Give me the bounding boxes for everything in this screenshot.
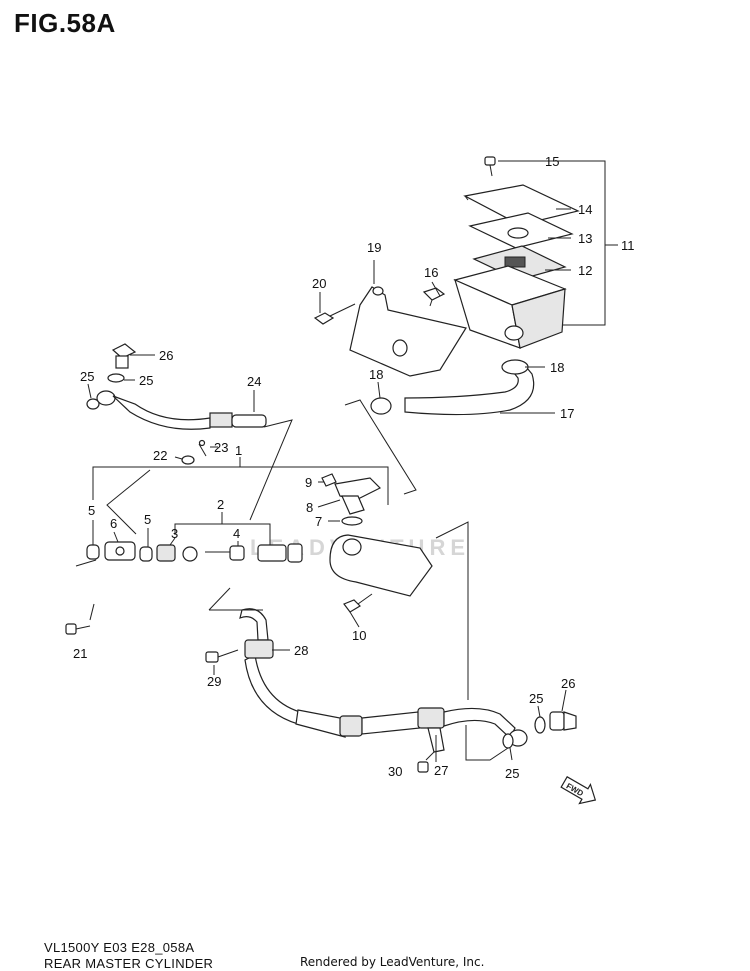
boot-5-right-part [139,546,153,562]
bolt-21-part [65,623,91,635]
washer-25-d-part [502,733,514,749]
callout-17: 17 [560,406,574,421]
callout-15: 15 [545,154,559,169]
callout-10: 10 [352,628,366,643]
callout-28: 28 [294,643,308,658]
callout-6: 6 [110,516,117,531]
callout-3: 3 [171,526,178,541]
callout-24: 24 [247,374,261,389]
clamp-18-lower-part [370,397,392,415]
piston-4-part [205,543,303,563]
hose-28-part [239,608,301,725]
diagram-code: VL1500Y E03 E28_058A [44,940,195,955]
callout-20: 20 [312,276,326,291]
screw-9-part [321,473,337,487]
callout-5b: 5 [144,512,151,527]
bolt-26-upper-part [111,343,137,369]
callout-23: 23 [214,440,228,455]
callout-22: 22 [153,448,167,463]
hose-24-part [96,390,267,430]
callout-4: 4 [233,526,240,541]
bracket-19-part [349,286,467,377]
callout-25c: 25 [529,691,543,706]
callout-13: 13 [578,231,592,246]
callout-16: 16 [424,265,438,280]
diagram-name: REAR MASTER CYLINDER [44,956,214,971]
callout-18a: 18 [550,360,564,375]
callout-14: 14 [578,202,592,217]
oring-7-part [341,516,363,526]
circlip-part [182,546,198,562]
callout-7: 7 [315,514,322,529]
bolt-20-part [313,303,356,325]
washer-25-c-part [534,716,546,734]
washer-22-part [181,455,195,465]
callout-12: 12 [578,263,592,278]
figure-title: FIG.58A [14,8,116,38]
bolt-16-part [422,287,446,307]
callout-25b: 25 [80,369,94,384]
callout-25d: 25 [505,766,519,781]
cap-14-part [463,184,580,226]
fwd-arrow-icon: FWD [560,775,597,805]
boot-5-left-part [86,544,100,560]
callout-26b: 26 [561,676,575,691]
callout-26a: 26 [159,348,173,363]
callout-27: 27 [434,763,448,778]
pin-23-part [198,439,207,457]
washer-25-a-part [107,373,125,383]
callout-25a: 25 [139,373,153,388]
callout-5a: 5 [88,503,95,518]
fitting-8-part [334,477,382,515]
bolt-30-part [417,761,429,773]
callout-1: 1 [235,443,242,458]
hose-lower-part [295,707,528,747]
callout-2: 2 [217,497,224,512]
master-cylinder-body-part [329,534,433,597]
callout-30: 30 [388,764,402,779]
cap-3-part [156,544,176,562]
render-credit: Rendered by LeadVenture, Inc. [300,955,485,969]
bolt-10-part [343,593,373,613]
callout-8: 8 [306,500,313,515]
callout-19: 19 [367,240,381,255]
callout-29: 29 [207,674,221,689]
callout-18b: 18 [369,367,383,382]
callout-9: 9 [305,475,312,490]
joint-6-part [104,541,136,561]
leader-lines [75,160,618,762]
reservoir-body-11-part [453,265,567,349]
bolt-29-part [205,649,239,663]
washer-25-b-part [86,398,100,410]
callout-labels: 1 2 3 4 5 5 6 7 8 9 10 11 12 13 14 15 16… [73,154,635,781]
bolt-26-lower-part [549,711,577,731]
screw-15-part [484,156,496,177]
clamp-18-upper-part [501,359,529,375]
callout-11: 11 [621,238,635,253]
reservoir-assembly [422,156,580,349]
callout-21: 21 [73,646,87,661]
